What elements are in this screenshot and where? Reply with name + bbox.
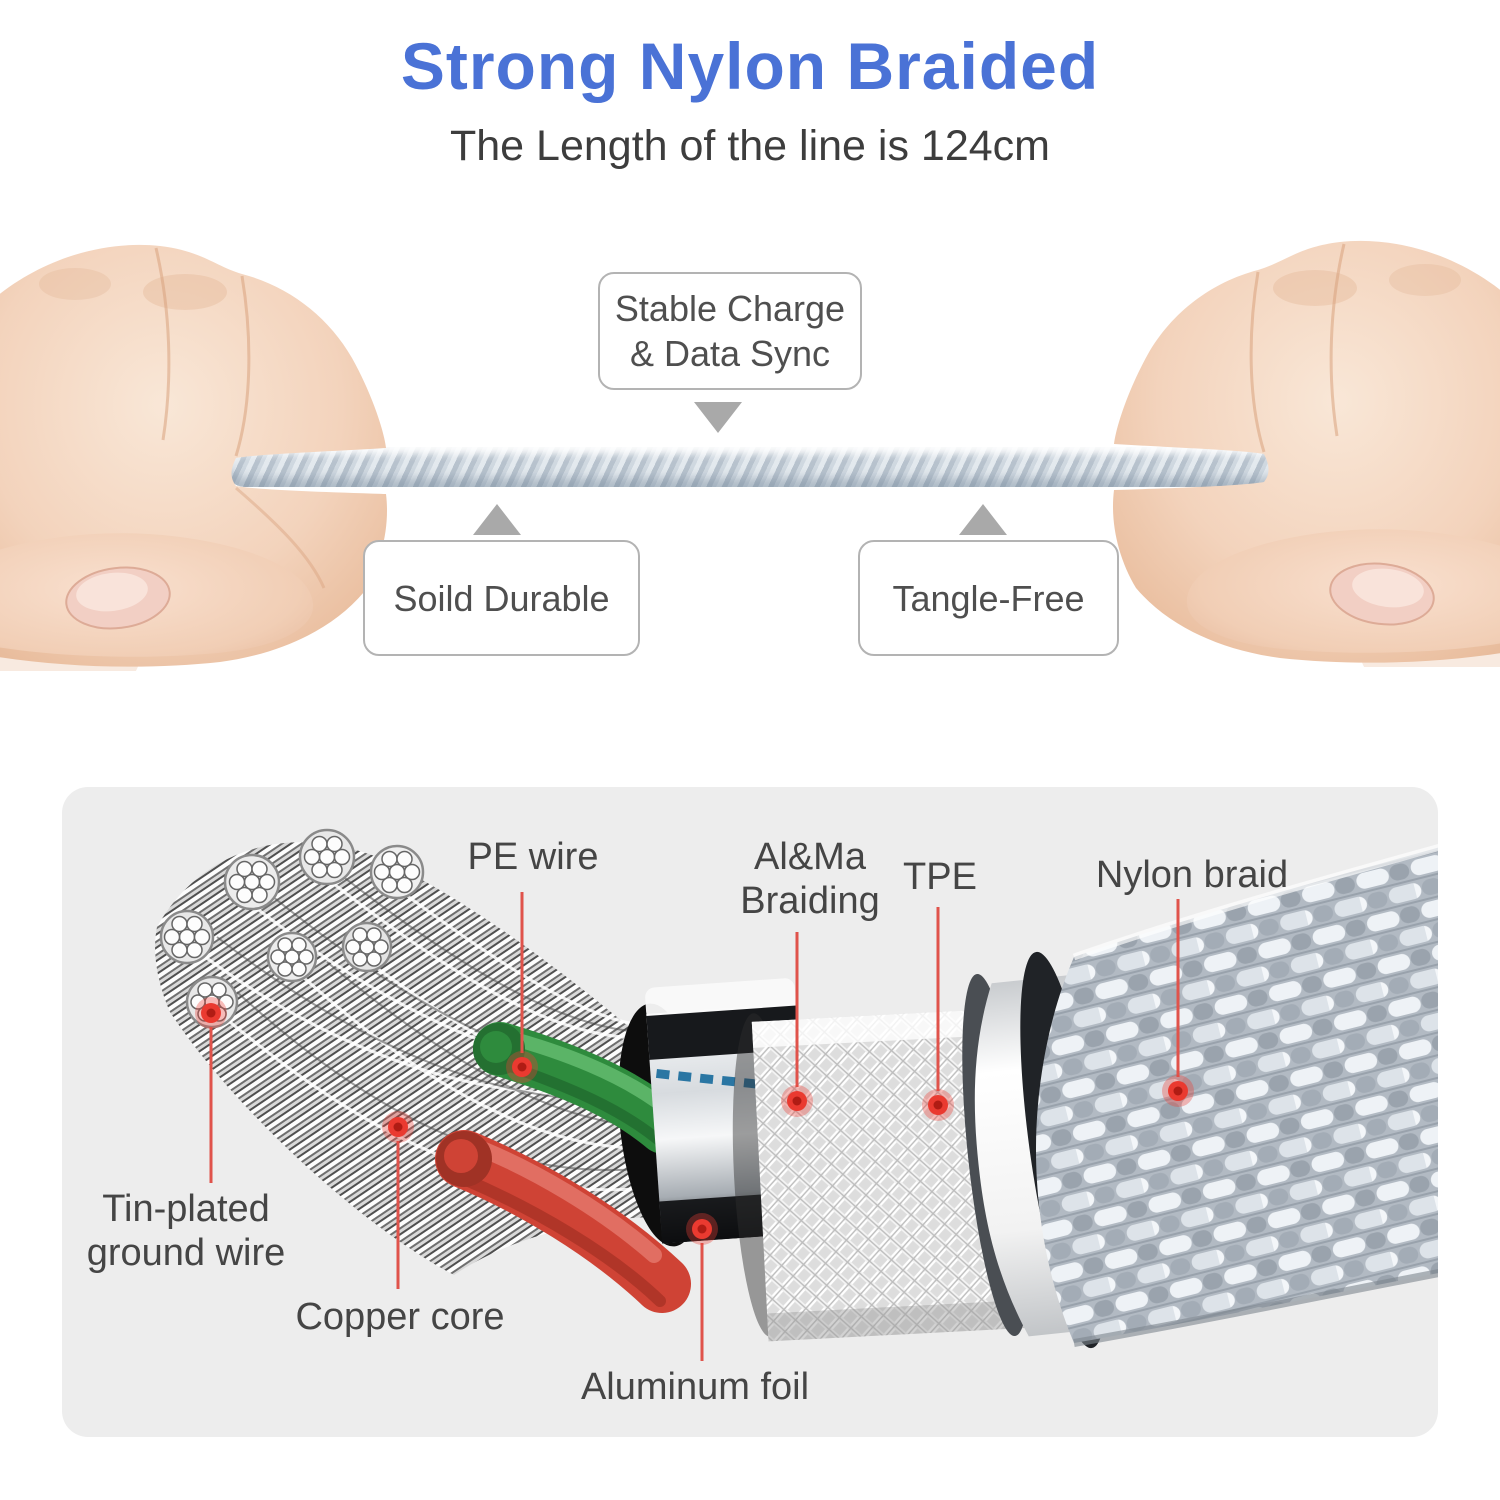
dot-copper-core [382, 1111, 414, 1143]
label-copper-core: Copper core [295, 1296, 505, 1338]
label-alma-line2: Braiding [740, 880, 880, 923]
strand-tips [159, 828, 425, 1029]
dot-alma-braiding [781, 1085, 813, 1117]
callout-stable-charge-line1: Stable Charge [614, 288, 846, 329]
callout-solid-durable: Soild Durable [363, 540, 640, 656]
arrow-down-icon [694, 402, 742, 433]
red-copper-wire [435, 1130, 691, 1313]
green-pe-wire [473, 1022, 691, 1154]
nylon-braid-tube [1020, 843, 1438, 1349]
page-title: Strong Nylon Braided [400, 29, 1100, 103]
label-tin-line1: Tin-plated [102, 1188, 270, 1230]
dot-nylon-braid [1162, 1075, 1194, 1107]
label-aluminum-foil: Aluminum foil [580, 1366, 810, 1408]
cable-construction-panel: PE wire Al&Ma Braiding TPE Nylon braid T… [62, 787, 1438, 1437]
alma-mesh-braiding [732, 1008, 1026, 1342]
label-alma-line1: Al&Ma [754, 836, 866, 878]
page-subtitle: The Length of the line is 124cm [450, 122, 1050, 170]
blue-data-strand [655, 1068, 760, 1089]
callout-stable-charge-line2: & Data Sync [629, 333, 831, 374]
callout-tangle-free: Tangle-Free [858, 540, 1119, 656]
right-fist [1112, 240, 1500, 667]
dot-aluminum-foil [686, 1213, 718, 1245]
label-alma-braiding: Al&Ma Braiding [740, 835, 879, 923]
dot-tin-plated [195, 997, 227, 1029]
braided-cable [225, 447, 1285, 487]
label-tpe: TPE [903, 856, 977, 898]
arrow-up-icon-right [959, 504, 1007, 535]
leader-lines [209, 892, 1180, 1361]
label-nylon-braid: Nylon braid [1095, 854, 1289, 896]
marker-dots [195, 997, 1194, 1245]
callout-solid-durable-label: Soild Durable [393, 577, 610, 619]
right-hand-photo [1112, 240, 1500, 667]
callout-stable-charge: Stable Charge & Data Sync [598, 272, 862, 390]
label-tin-line2: ground wire [86, 1232, 286, 1275]
arrow-up-icon-left [473, 504, 521, 535]
left-hand-photo [0, 244, 388, 671]
dot-tpe [922, 1089, 954, 1121]
label-tin-plated: Tin-plated ground wire [87, 1187, 286, 1275]
label-pe-wire: PE wire [467, 836, 599, 878]
cable-cutaway-illustration [155, 828, 1438, 1361]
dot-pe-wire [506, 1051, 538, 1083]
left-fist [0, 244, 388, 671]
callout-tangle-free-label: Tangle-Free [892, 577, 1085, 619]
